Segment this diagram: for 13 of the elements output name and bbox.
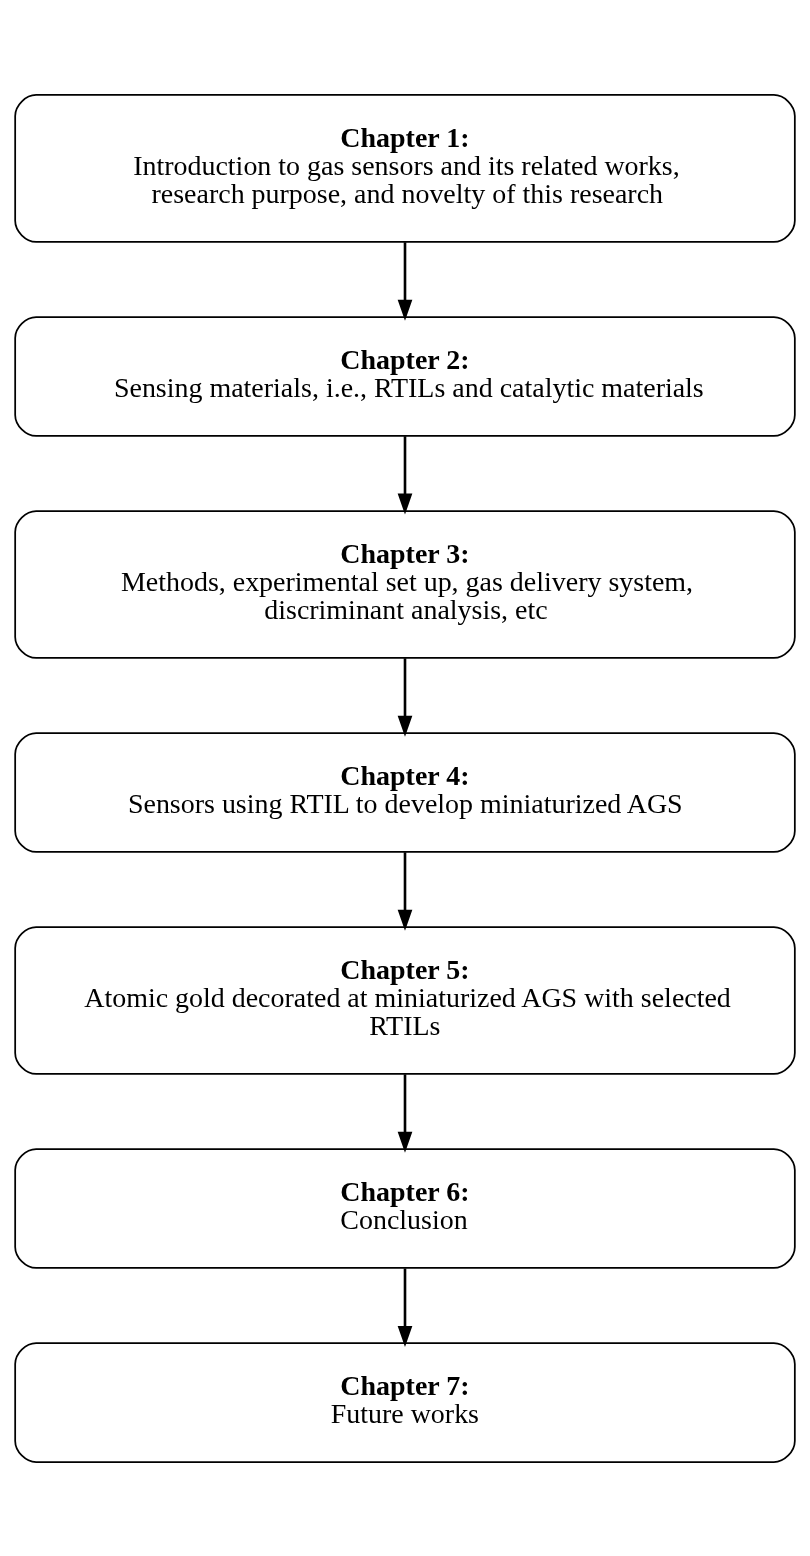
- node-box: Chapter 3: Methods, experimental set up, gas delivery system, discriminant analysis, etc: [14, 509, 796, 659]
- node-box: Chapter 2: Sensing materials, i.e., RTILs and catalytic materials: [14, 315, 796, 437]
- arrow: [397, 241, 413, 321]
- arrow: [397, 1268, 413, 1347]
- arrow: [397, 435, 413, 515]
- arrow: [397, 1073, 413, 1153]
- node-box: Chapter 5: Atomic gold decorated at miniaturized AGS with selected RTILs: [14, 925, 796, 1075]
- arrow: [397, 851, 413, 931]
- arrow: [397, 657, 413, 737]
- node-box: Chapter 1: Introduction to gas sensors and its related works, research purpose, and novelty of this research: [14, 93, 796, 243]
- node-box: Chapter 7: Future works: [14, 1341, 796, 1463]
- node-box: Chapter 4: Sensors using RTIL to develop miniaturized AGS: [14, 731, 796, 853]
- node-box: Chapter 6: Conclusion: [14, 1147, 796, 1269]
